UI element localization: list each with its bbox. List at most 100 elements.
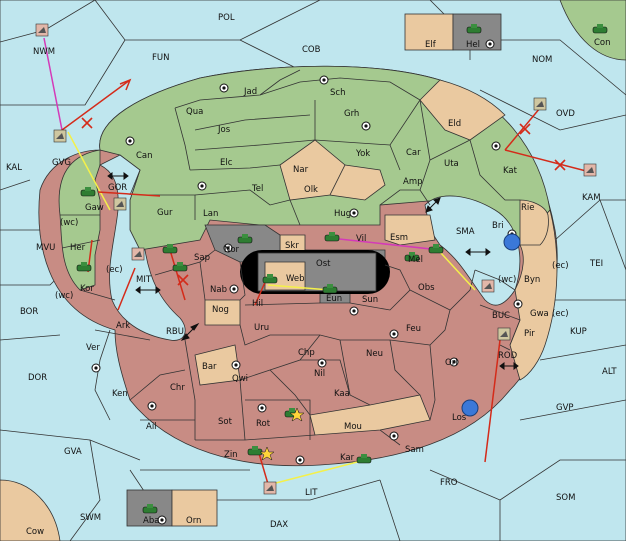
label-Hel: Hel	[466, 40, 480, 50]
label-NOM: NOM	[532, 55, 552, 65]
label-COB: COB	[302, 45, 321, 55]
label-Uru: Uru	[254, 323, 269, 333]
land-borders	[60, 69, 521, 446]
label-DAX: DAX	[270, 520, 288, 530]
label-Orl: Orl	[445, 358, 458, 368]
label-Nab: Nab	[210, 285, 227, 295]
label-wc-byn: (wc)	[498, 275, 516, 285]
label-Rot: Rot	[256, 419, 271, 429]
label-Los: Los	[452, 413, 467, 423]
label-TEI: TEI	[589, 259, 603, 269]
label-Sun: Sun	[362, 295, 378, 305]
label-Kor: Kor	[80, 284, 94, 294]
star-icon	[259, 446, 275, 461]
label-Elc: Elc	[220, 158, 233, 168]
label-Sot: Sot	[218, 417, 233, 427]
label-Neu: Neu	[366, 349, 383, 359]
failed-order-cross-icon	[81, 117, 566, 286]
label-wc-kor: (wc)	[55, 291, 73, 301]
label-POL: POL	[218, 13, 235, 23]
label-Skr: Skr	[285, 241, 299, 251]
label-Con: Con	[594, 38, 611, 48]
label-LIT: LIT	[305, 488, 318, 498]
label-Hil: Hil	[252, 299, 263, 309]
label-Car: Car	[406, 148, 421, 158]
label-Ost: Ost	[316, 259, 331, 269]
label-Chr: Chr	[170, 383, 185, 393]
label-Ver: Ver	[86, 343, 100, 353]
label-Nar: Nar	[293, 165, 309, 175]
label-OVD: OVD	[556, 109, 575, 119]
label-Byn: Byn	[524, 275, 540, 285]
dislodged-marker-icon	[503, 233, 521, 251]
label-Nil: Nil	[314, 369, 325, 379]
label-wc-gaw: (wc)	[60, 218, 78, 228]
label-Gwa: Gwa	[530, 309, 549, 319]
fleet-icon[interactable]	[35, 23, 597, 495]
label-Esm: Esm	[390, 233, 408, 243]
label-ec-gwa: (ec)	[552, 309, 569, 319]
region-labels: POL COB FUN NOM OVD KAL GVG NWM Con KAM …	[6, 13, 617, 537]
dislodged-marker-icon	[461, 399, 479, 417]
label-Sch: Sch	[330, 88, 345, 98]
label-Ark: Ark	[116, 321, 130, 331]
label-GOR: GOR	[108, 183, 127, 193]
label-FRO: FRO	[440, 478, 458, 488]
label-SMA: SMA	[456, 227, 475, 237]
connection-arrow-icon	[107, 172, 519, 370]
label-Chp: Chp	[298, 348, 315, 358]
region-elf	[404, 13, 454, 51]
label-Yok: Yok	[355, 149, 370, 159]
label-Kar: Kar	[340, 453, 355, 463]
label-ROD: ROD	[498, 351, 518, 361]
label-Nog: Nog	[212, 305, 229, 315]
star-icon	[289, 407, 305, 422]
label-Lan: Lan	[203, 209, 218, 219]
label-SWM: SWM	[80, 513, 101, 523]
label-MIT: MIT	[136, 275, 152, 285]
label-Jos: Jos	[217, 125, 231, 135]
label-Can: Can	[136, 151, 153, 161]
region-rie	[519, 199, 549, 246]
region-eld	[419, 79, 506, 141]
label-ec-kor: (ec)	[106, 265, 123, 275]
label-Grh: Grh	[344, 109, 359, 119]
label-Eld: Eld	[448, 119, 461, 129]
label-Mou: Mou	[344, 422, 362, 432]
label-Ken: Ken	[112, 389, 128, 399]
label-Pir: Pir	[524, 329, 535, 339]
label-Obs: Obs	[418, 283, 435, 293]
label-Sap: Sap	[194, 253, 210, 263]
label-Jad: Jad	[243, 87, 257, 97]
army-icon[interactable]	[76, 24, 608, 514]
label-BOR: BOR	[20, 307, 38, 317]
order-arrows	[43, 37, 591, 485]
label-ALT: ALT	[602, 367, 617, 377]
region-esm	[384, 214, 436, 246]
label-GVG: GVG	[52, 158, 71, 168]
label-Hug: Hug	[334, 209, 351, 219]
eastern-coast	[509, 209, 558, 381]
label-SOM: SOM	[556, 493, 575, 503]
label-RBU: RBU	[166, 327, 184, 337]
label-Kat: Kat	[503, 166, 518, 176]
label-Nor: Nor	[224, 245, 240, 255]
label-Bar: Bar	[202, 362, 217, 372]
label-Rie: Rie	[521, 203, 535, 213]
label-DOR: DOR	[28, 373, 47, 383]
label-Amp: Amp	[403, 177, 423, 187]
label-KAM: KAM	[582, 193, 601, 203]
label-Cow: Cow	[26, 527, 44, 537]
region-orn	[171, 489, 218, 527]
label-MVU: MVU	[36, 243, 55, 253]
label-Ail: Ail	[146, 422, 157, 432]
label-GVA: GVA	[64, 447, 82, 457]
label-Zin: Zin	[224, 450, 238, 460]
label-Olk: Olk	[304, 185, 318, 195]
label-Mel: Mel	[408, 255, 423, 265]
label-KAL: KAL	[6, 163, 22, 173]
label-Vil: Vil	[356, 234, 366, 244]
label-Gaw: Gaw	[85, 203, 104, 213]
label-Her: Her	[70, 243, 86, 253]
